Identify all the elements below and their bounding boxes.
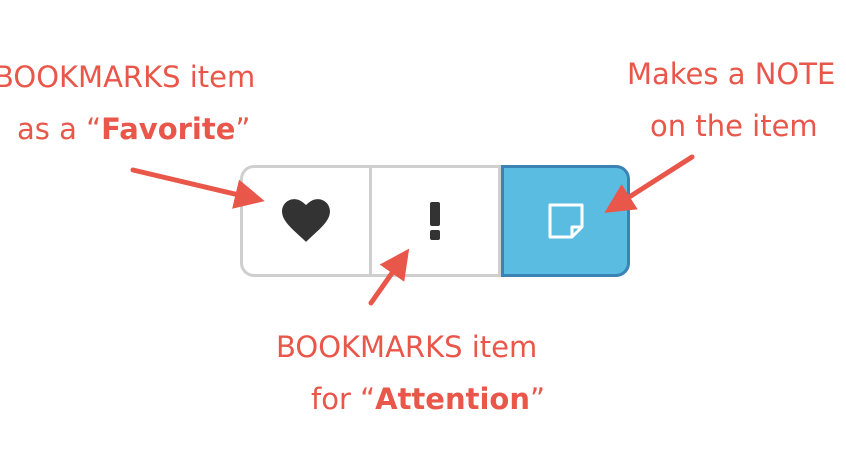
attention-annotation-text: BOOKMARKS item [276, 330, 538, 364]
note-annotation-text: Makes a NOTE [627, 57, 836, 91]
attention-annotation-line-1: BOOKMARKS item [276, 322, 537, 373]
attention-annotation-suffix: ” [529, 382, 546, 416]
note-annotation-line-1: Makes a NOTE [627, 49, 835, 100]
favorite-button[interactable] [240, 165, 372, 277]
favorite-annotation-keyword: Favorite [101, 112, 236, 146]
heart-icon [282, 199, 330, 242]
sticky-note-icon [548, 203, 583, 239]
bookmark-button-group [240, 165, 630, 277]
exclamation-icon [430, 202, 440, 240]
favorite-annotation-line-1: BOOKMARKS item [0, 52, 255, 103]
attention-annotation-prefix: for “ [311, 382, 376, 416]
favorite-annotation-prefix: as a “ [17, 112, 102, 146]
attention-annotation-line-2: for “Attention” [311, 374, 545, 425]
note-annotation-line-2: on the item [650, 101, 818, 152]
attention-annotation-keyword: Attention [375, 382, 530, 416]
favorite-annotation-line-2: as a “Favorite” [17, 104, 250, 155]
note-annotation-text-2: on the item [650, 109, 818, 143]
favorite-annotation-text: BOOKMARKS item [0, 60, 256, 94]
favorite-annotation-suffix: ” [235, 112, 251, 146]
favorite-arrow [130, 167, 265, 209]
attention-button[interactable] [372, 165, 501, 277]
note-button[interactable] [501, 165, 630, 277]
